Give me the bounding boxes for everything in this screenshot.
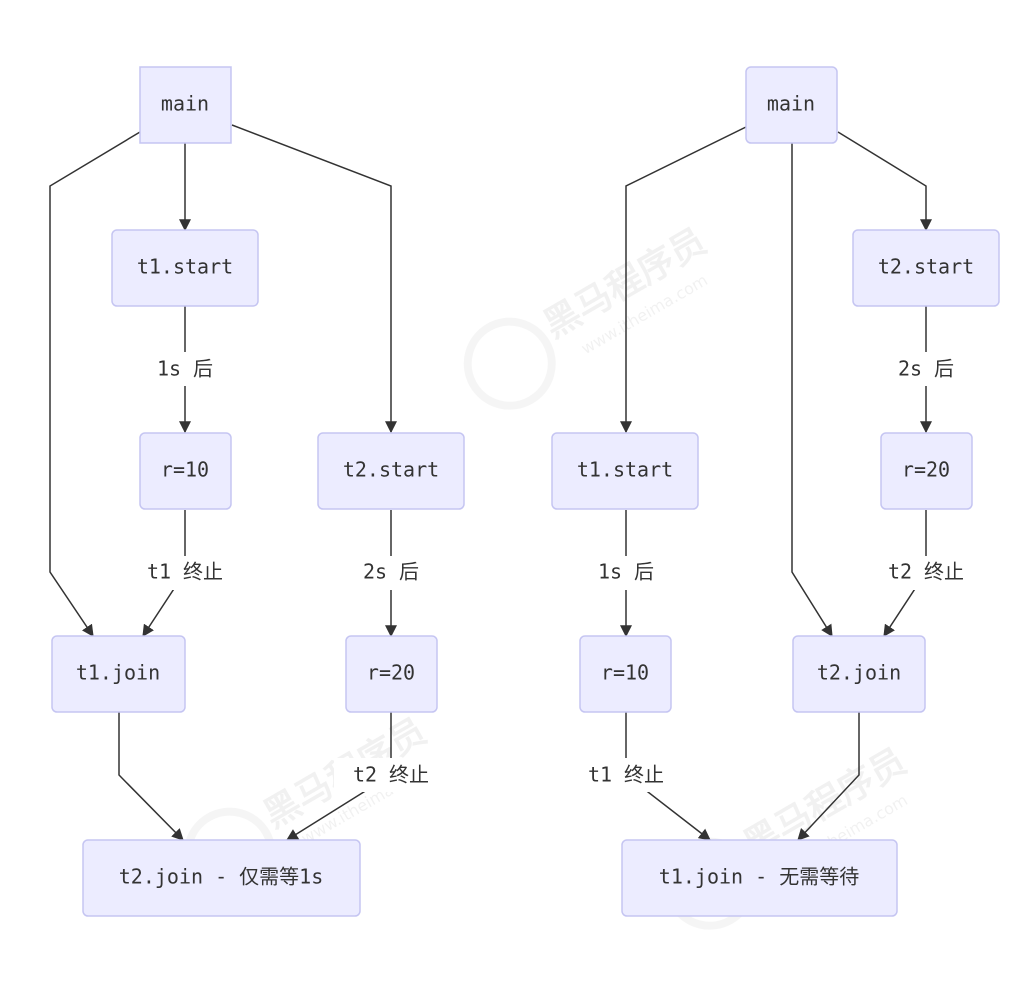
node-right-main: main xyxy=(745,66,838,144)
node-right-t1-start: t1.start xyxy=(551,432,699,510)
node-right-main-label: main xyxy=(767,92,815,116)
node-left-r10: r=10 xyxy=(139,432,232,510)
right-edge-labels: 2s 后 t2 终止 1s 后 t1 终止 xyxy=(569,352,983,792)
node-left-t1-start-label: t1.start xyxy=(137,255,233,279)
node-left-final: t2.join - 仅需等1s xyxy=(82,839,361,917)
right-nodes: main t2.start r=20 t1.start r=10 t2.join… xyxy=(551,66,1000,917)
node-right-t1-start-label: t1.start xyxy=(577,458,673,482)
node-right-r10-label: r=10 xyxy=(601,661,649,685)
edge-label-right-2s: 2s 后 xyxy=(898,357,954,381)
edge-right-main-to-t2start xyxy=(837,131,932,232)
node-left-final-label: t2.join - 仅需等1s xyxy=(119,865,324,889)
node-right-t2-join: t2.join xyxy=(792,635,926,713)
node-right-r20-label: r=20 xyxy=(902,458,950,482)
edge-right-t2join-to-final xyxy=(797,712,860,841)
edge-left-main-to-t1join xyxy=(49,131,141,637)
node-right-r20: r=20 xyxy=(880,432,973,510)
node-left-t1-join-label: t1.join xyxy=(76,661,160,685)
edge-label-right-1s: 1s 后 xyxy=(598,560,654,584)
edge-right-main-to-t1start xyxy=(620,126,747,434)
node-right-final: t1.join - 无需等待 xyxy=(621,839,898,917)
edge-label-right-t1-end: t1 终止 xyxy=(588,763,664,787)
edge-label-left-1s: 1s 后 xyxy=(157,357,213,381)
edge-label-left-t1-end: t1 终止 xyxy=(147,560,223,584)
node-right-r10: r=10 xyxy=(579,635,672,713)
watermark-1: 黑马程序员 www.itheima.com xyxy=(463,221,713,410)
node-right-t2-start: t2.start xyxy=(852,229,1000,307)
node-left-t2-start-label: t2.start xyxy=(343,458,439,482)
node-left-r20: r=20 xyxy=(345,635,438,713)
node-right-t2-start-label: t2.start xyxy=(878,255,974,279)
watermark-logo-ring xyxy=(463,317,556,410)
node-left-r10-label: r=10 xyxy=(161,458,209,482)
node-left-main: main xyxy=(139,66,232,144)
node-right-t2-join-label: t2.join xyxy=(817,661,901,685)
edge-left-main-to-t2start xyxy=(231,124,397,434)
edge-label-left-t2-end: t2 终止 xyxy=(353,763,429,787)
edge-left-t1join-to-final xyxy=(118,712,184,841)
edge-label-left-2s: 2s 后 xyxy=(363,560,419,584)
left-edge-labels: 1s 后 t1 终止 2s 后 t2 终止 xyxy=(128,352,448,792)
node-left-t2-start: t2.start xyxy=(317,432,465,510)
node-left-t1-join: t1.join xyxy=(51,635,186,713)
node-left-t1-start: t1.start xyxy=(111,229,259,307)
edge-right-main-to-t2join xyxy=(791,143,833,638)
watermark-group: 黑马程序员 www.itheima.com 黑马程序员 www.itheima.… xyxy=(183,221,913,930)
node-left-r20-label: r=20 xyxy=(367,661,415,685)
node-left-main-label: main xyxy=(161,92,209,116)
edge-label-right-t2-end: t2 终止 xyxy=(888,560,964,584)
node-right-final-label: t1.join - 无需等待 xyxy=(659,865,859,889)
left-nodes: main t1.start r=10 t2.start t1.join r=20… xyxy=(51,66,465,917)
